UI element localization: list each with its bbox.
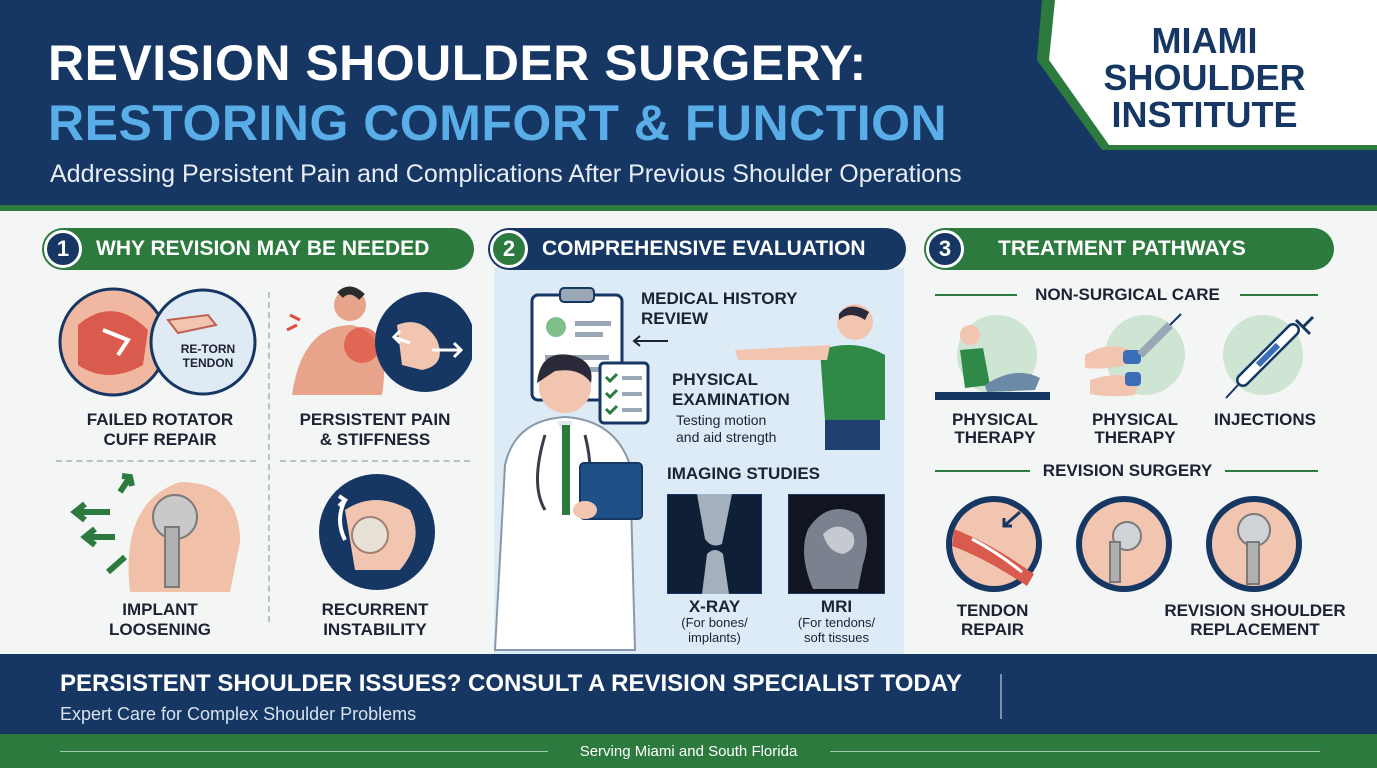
cta-headline: PERSISTENT SHOULDER ISSUES? CONSULT A RE…	[60, 670, 962, 697]
footer-banner: PERSISTENT SHOULDER ISSUES? CONSULT A RE…	[0, 654, 1377, 734]
nonsurgical-line-left	[935, 294, 1017, 296]
nonsurgical-title: NON-SURGICAL CARE	[1035, 285, 1220, 304]
therapy-2-label-1: PHYSICAL	[1092, 410, 1178, 429]
surgical-line-right	[1225, 470, 1318, 472]
tagline: Serving Miami and South Florida	[579, 743, 798, 760]
torn-rotator-cuff-icon	[58, 287, 257, 397]
section2-title: COMPREHENSIVE EVALUATION	[542, 237, 866, 260]
footer-divider	[1000, 674, 1002, 719]
tendon-repair-label-1: TENDON	[956, 601, 1029, 620]
syringe-icon	[1223, 315, 1315, 399]
dislocation-icon	[319, 474, 435, 590]
physical-therapy-icon	[935, 315, 1050, 400]
nonsurgical-line-right	[1240, 294, 1318, 296]
surgical-line-left	[935, 470, 1030, 472]
therapy-1-label-1: PHYSICAL	[952, 410, 1038, 429]
logo-background	[1037, 0, 1377, 150]
page-title: REVISION SHOULDER SURGERY:	[48, 35, 867, 91]
page-title-line2: RESTORING COMFORT & FUNCTION	[48, 95, 948, 151]
exam-label-1: PHYSICAL	[672, 370, 758, 389]
recurrent-instability-label-2: INSTABILITY	[323, 620, 427, 639]
injections-label: INJECTIONS	[1213, 410, 1317, 429]
cta-subtext: Expert Care for Complex Shoulder Problem…	[60, 704, 417, 724]
syringe-hands-icon	[1085, 313, 1185, 397]
retorn-tendon-label: RE-TORN TENDON	[180, 342, 236, 370]
logo-line3: INSTITUTE	[1111, 94, 1298, 135]
section3-number: 3	[926, 230, 964, 268]
section1-divider-h1	[56, 460, 256, 462]
xray-note-2: implants)	[688, 630, 741, 645]
persistent-pain-label-1: PERSISTENT PAIN	[299, 410, 451, 429]
doctor-icon	[493, 354, 643, 651]
imaging-title: IMAGING STUDIES	[667, 464, 821, 483]
exam-label-2: EXAMINATION	[672, 390, 790, 409]
mri-label: MRI	[820, 597, 853, 616]
failed-rotator-label-1: FAILED ROTATOR	[86, 410, 234, 429]
mri-note-2: soft tissues	[803, 630, 870, 645]
logo-line1: MIAMI	[1151, 20, 1258, 61]
revision-replacement-label-2: REPLACEMENT	[1190, 620, 1320, 639]
recurrent-instability-label-1: RECURRENT	[321, 600, 429, 619]
header-banner: REVISION SHOULDER SURGERY: RESTORING COM…	[0, 0, 1377, 205]
section3-title: TREATMENT PATHWAYS	[998, 237, 1246, 260]
therapy-1-label-2: THERAPY	[954, 428, 1036, 447]
xray-icon	[667, 494, 762, 594]
failed-rotator-label-2: CUFF REPAIR	[103, 430, 217, 449]
patient-icon	[735, 304, 885, 450]
logo-line2: SHOULDER	[1103, 57, 1306, 98]
therapy-2-label-2: THERAPY	[1094, 428, 1176, 447]
section1-divider-v	[268, 292, 270, 622]
tendon-repair-icon	[946, 496, 1042, 592]
exam-note-2: and aid strength	[676, 429, 777, 445]
section1-title: WHY REVISION MAY BE NEEDED	[96, 237, 430, 260]
exam-note-1: Testing motion	[676, 412, 767, 428]
surgical-title: REVISION SURGERY	[1042, 461, 1213, 480]
bottom-bar: Serving Miami and South Florida	[0, 734, 1377, 768]
xray-label: X-RAY	[688, 597, 741, 616]
mri-note-1: (For tendons/	[797, 615, 876, 630]
implant-loosening-label-2: LOOSENING	[108, 620, 211, 639]
section1-divider-h2	[280, 460, 470, 462]
mri-icon	[788, 494, 885, 594]
loose-implant-icon	[70, 473, 240, 592]
section2-header: 2 COMPREHENSIVE EVALUATION	[488, 228, 906, 270]
revision-replacement-label-1: REVISION SHOULDER	[1164, 601, 1346, 620]
section3-header: 3 TREATMENT PATHWAYS	[924, 228, 1334, 270]
tagline-line-right	[830, 751, 1320, 752]
history-label-1: MEDICAL HISTORY	[641, 289, 798, 308]
shoulder-implant-icon	[1076, 496, 1172, 592]
section1-number: 1	[44, 230, 82, 268]
history-label-2: REVIEW	[641, 309, 709, 328]
header-stripe	[0, 205, 1377, 211]
section2-number: 2	[490, 230, 528, 268]
tagline-line-left	[60, 751, 548, 752]
revision-implant-icon	[1206, 496, 1302, 592]
section1-header: 1 WHY REVISION MAY BE NEEDED	[42, 228, 474, 270]
arrow-left-icon	[632, 335, 668, 347]
xray-note-1: (For bones/	[681, 615, 748, 630]
persistent-pain-label-2: & STIFFNESS	[319, 430, 431, 449]
shoulder-pain-icon	[286, 286, 472, 395]
implant-loosening-label-1: IMPLANT	[122, 600, 198, 619]
page-subtitle: Addressing Persistent Pain and Complicat…	[50, 160, 962, 188]
tendon-repair-label-2: REPAIR	[961, 620, 1024, 639]
